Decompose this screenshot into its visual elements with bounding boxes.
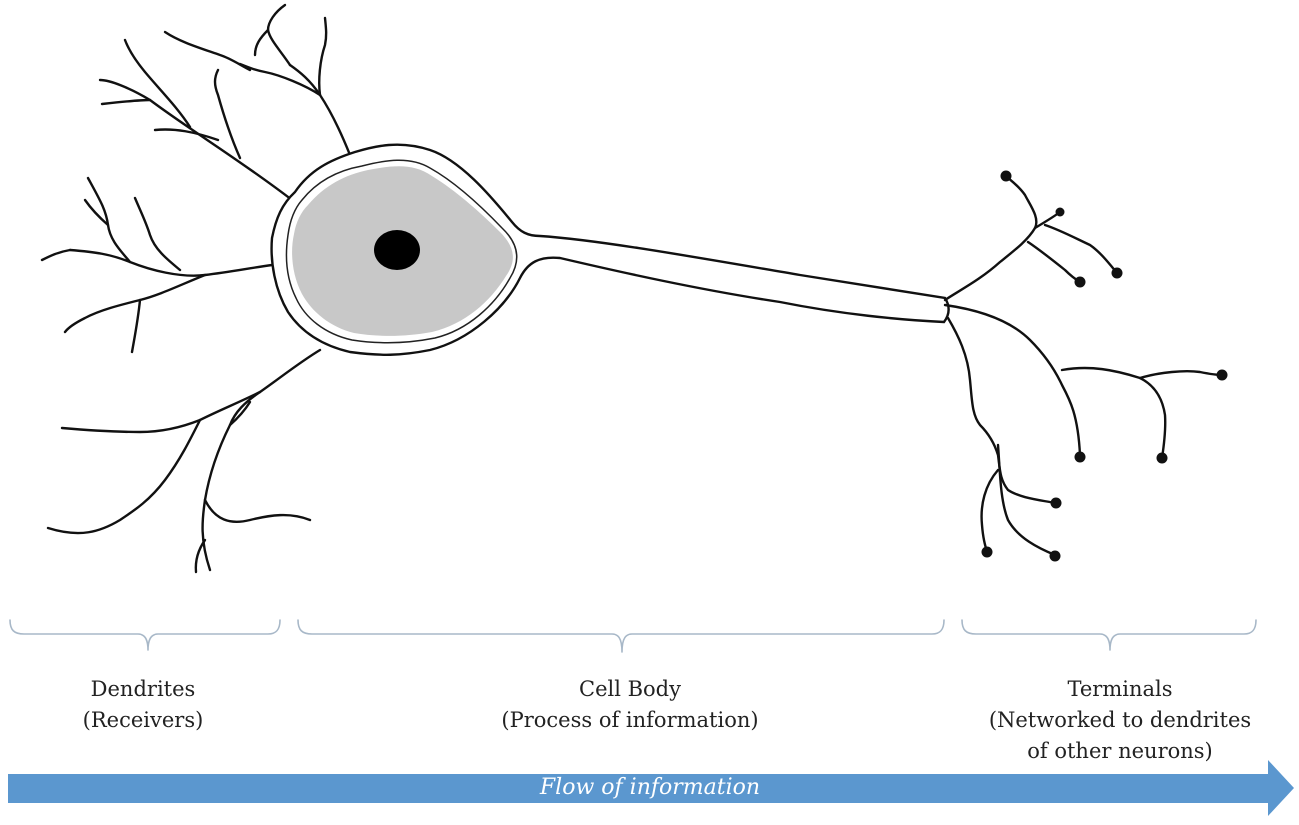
dendrites-label: Dendrites (Receivers)	[28, 674, 258, 736]
terminal-button	[1055, 207, 1065, 217]
axon-terminals	[943, 174, 1224, 557]
terminal-button	[1074, 276, 1086, 288]
terminal-button	[1000, 170, 1012, 182]
terminal-button	[1156, 452, 1168, 464]
terminals-line3: of other neurons)	[1027, 739, 1213, 763]
terminal-button	[981, 546, 993, 558]
dendrites-brace	[9, 619, 281, 651]
flow-arrow-label: Flow of information	[539, 775, 761, 800]
cell-body-subtitle: (Process of information)	[501, 708, 759, 732]
cell-body-label: Cell Body (Process of information)	[420, 674, 840, 736]
dendrites	[40, 3, 352, 574]
flow-arrow	[8, 760, 1294, 816]
terminal-button	[1216, 369, 1228, 381]
terminal-button	[1074, 451, 1086, 463]
terminal-button	[1049, 550, 1061, 562]
terminals-brace	[961, 619, 1257, 651]
nucleus	[374, 230, 420, 270]
axon	[539, 244, 943, 311]
cell-body-title: Cell Body	[579, 677, 681, 701]
dendrites-subtitle: (Receivers)	[82, 708, 204, 732]
terminal-button	[1050, 497, 1062, 509]
terminal-button	[1111, 267, 1123, 279]
cell-body-brace	[297, 619, 945, 653]
terminals-label: Terminals (Networked to dendrites of oth…	[960, 674, 1280, 767]
terminals-title: Terminals	[1067, 677, 1173, 701]
terminals-line2: (Networked to dendrites	[988, 708, 1252, 732]
terminal-buttons	[981, 170, 1228, 562]
dendrites-title: Dendrites	[90, 677, 196, 701]
